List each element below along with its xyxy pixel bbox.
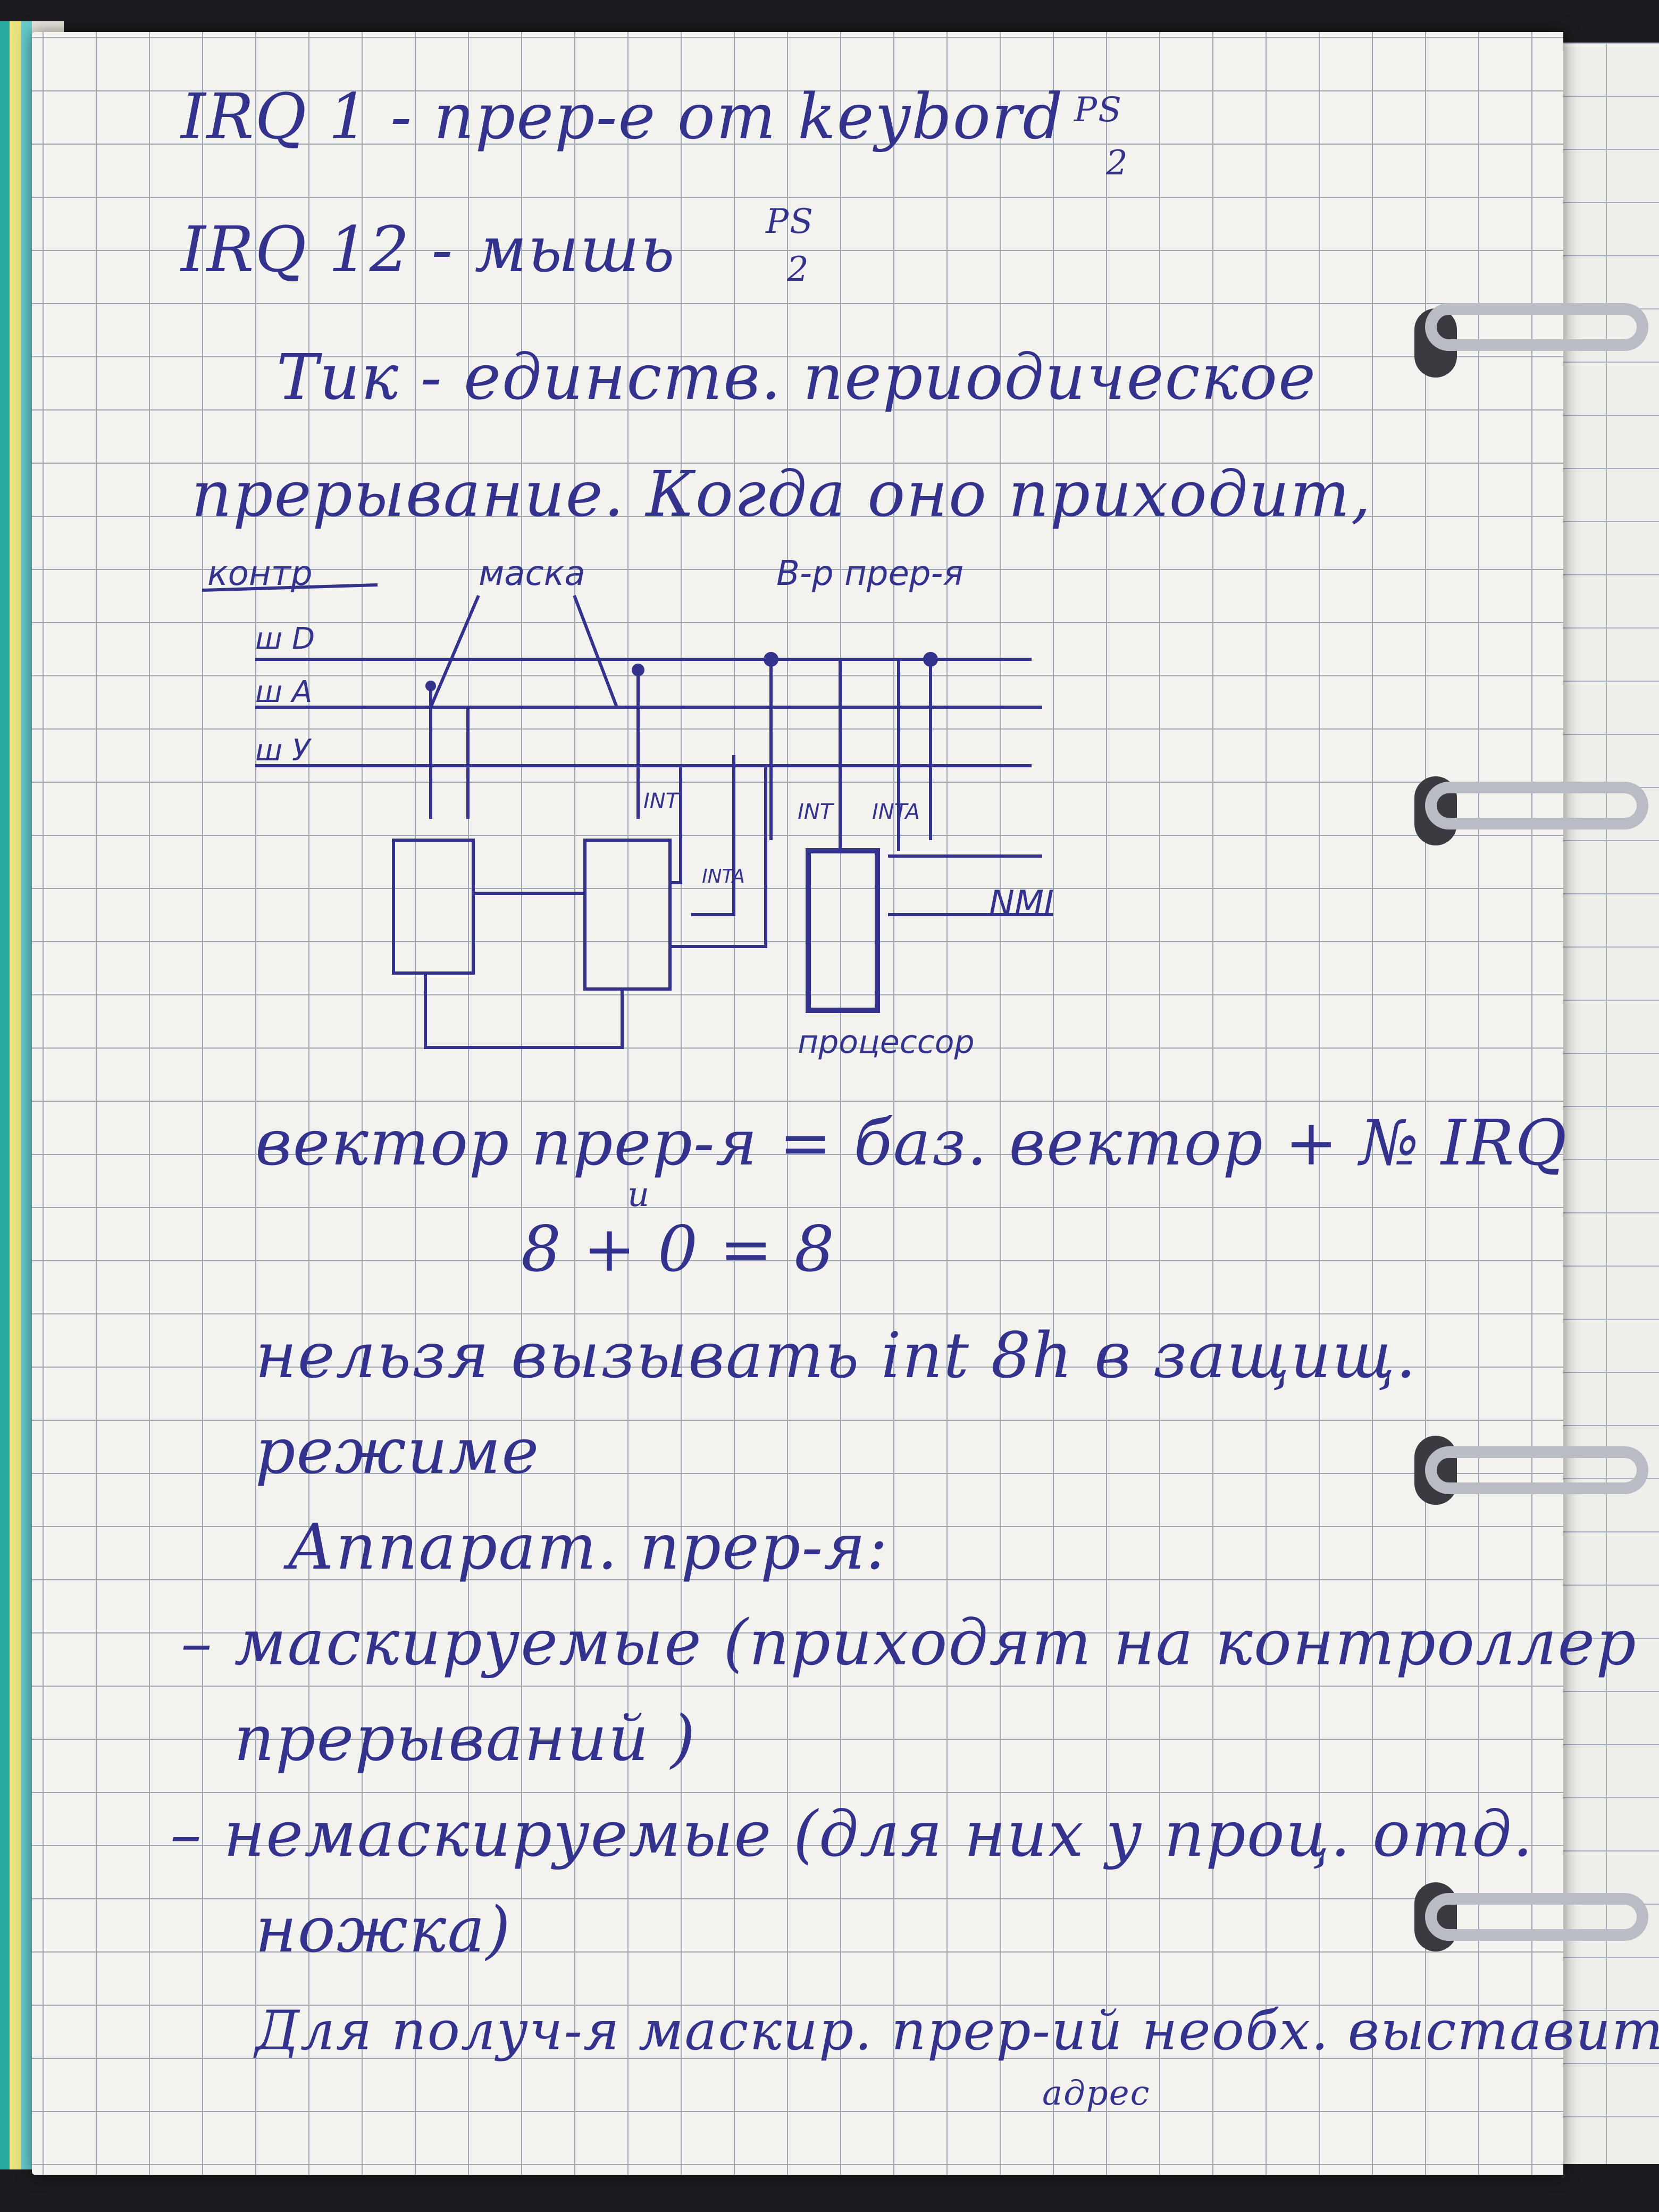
bus-node (425, 681, 436, 691)
vector-example-mark: и (627, 1175, 651, 1214)
bus-node (632, 664, 644, 676)
irq1-ps-sub: 2 (1106, 144, 1129, 183)
line-nonmaskable-1: – немаскируемые (для них у проц. отд. (170, 1797, 1534, 1871)
line-nonmaskable-2: ножка) (255, 1893, 512, 1966)
irq1-ps-sup: PS (1074, 90, 1122, 130)
label-vector: В-р прер-я (776, 554, 963, 593)
label-bus-u: ш У (255, 733, 312, 768)
mask-arrow-1 (429, 594, 480, 708)
irq12-ps-sup: PS (766, 202, 814, 241)
strike-line (202, 583, 378, 592)
line-irq12: IRQ 12 - мышь (181, 213, 676, 286)
label-int-2: INT (798, 800, 835, 824)
label-maska: маска (479, 554, 585, 593)
line-tick-2: прерывание. Когда оно приходит, (191, 457, 1372, 531)
inta-line-1 (691, 755, 735, 916)
irq12-ps-sub: 2 (787, 250, 810, 289)
label-int-1: INT (643, 789, 681, 814)
binder-ring (1425, 1893, 1648, 1941)
line-maskable-1: – маскируемые (приходят на контроллер (181, 1606, 1637, 1679)
binder-ring (1425, 1446, 1648, 1494)
interrupt-controller-diagram: контр маска В-р прер-я ш D ш A ш У INT I… (202, 554, 1054, 1061)
label-bus-a: ш A (255, 675, 312, 709)
binder-ring (1425, 303, 1648, 351)
bus-node (764, 652, 778, 667)
pic-master-box (392, 839, 475, 975)
line-last-1: Для получ-я маскир. прер-ий необх. выста… (255, 1999, 1659, 2063)
label-inta-2: INTA (872, 800, 920, 824)
label-bus-d: ш D (255, 622, 315, 656)
label-inta-1: INTA (702, 866, 745, 887)
line-nelzya-1: нельзя вызывать int 8h в защищ. (255, 1319, 1417, 1392)
line-maskable-2: прерываний ) (234, 1702, 697, 1775)
cpu-box (806, 848, 880, 1013)
label-processor: процессор (798, 1024, 975, 1061)
int-line-1 (670, 766, 682, 884)
line-nelzya-2: режиме (255, 1414, 540, 1488)
line-apparat: Аппарат. прер-я: (287, 1510, 889, 1583)
binder-ring (1425, 782, 1648, 830)
line-last-2: адрес (1042, 2074, 1151, 2113)
line-vector-formula: вектор прер-я = баз. вектор + № IRQ (255, 1106, 1568, 1179)
struck-label: контр (207, 554, 313, 593)
notebook-page (32, 32, 1563, 2175)
pic-slave-box (583, 839, 672, 991)
line-tick-1: Тик - единств. периодическое (276, 340, 1317, 414)
line-irq1: IRQ 1 - прер-е от keybord (181, 80, 1064, 153)
int-line-2 (670, 766, 767, 948)
bottom-link (424, 973, 624, 1049)
label-nmi: NMI (989, 884, 1054, 923)
mask-arrow-2 (573, 594, 618, 708)
bus-node (923, 652, 938, 667)
line-vector-example: 8 + 0 = 8 (521, 1212, 836, 1286)
